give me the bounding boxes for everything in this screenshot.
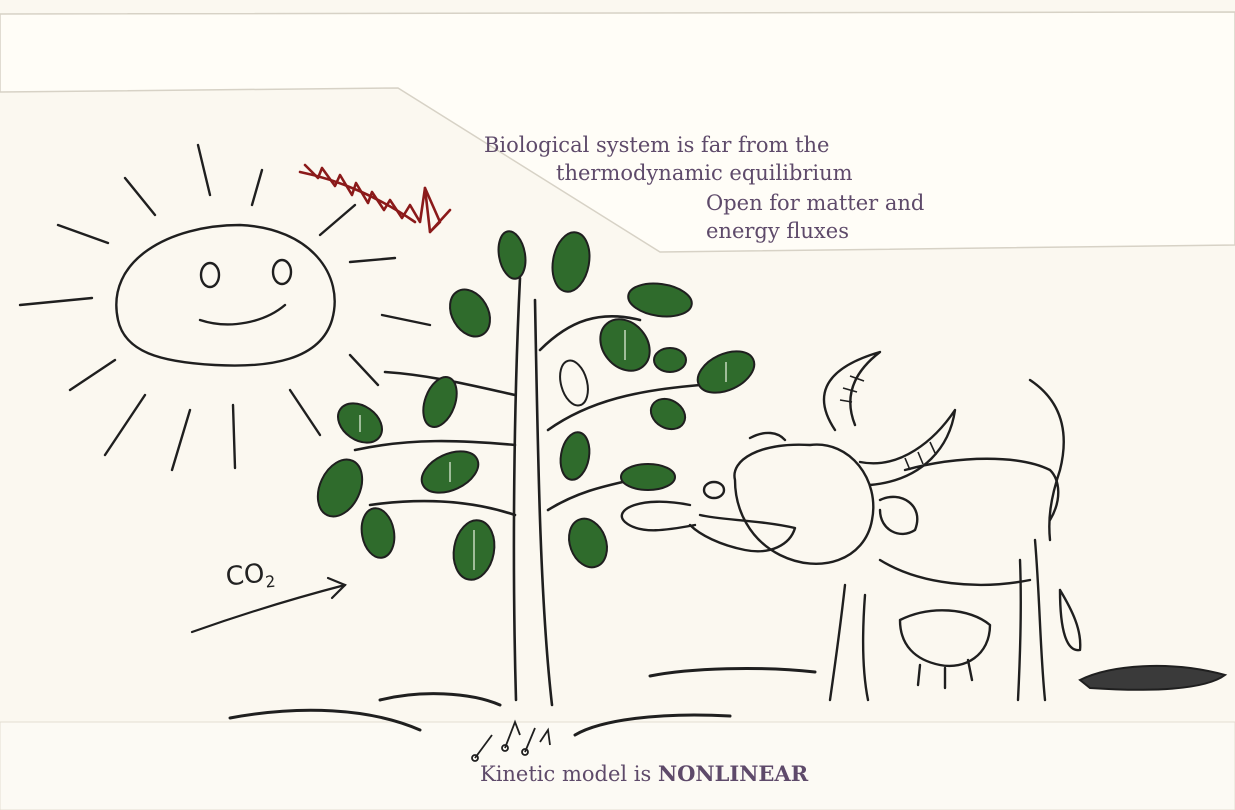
leaf <box>654 348 686 372</box>
caption-line-3: Open for matter and <box>706 189 924 217</box>
caption-line-2: thermodynamic equilibrium <box>556 159 853 187</box>
leaf <box>621 464 675 490</box>
co2-text: CO <box>224 559 266 593</box>
bottom-caption-prefix: Kinetic model is <box>480 762 658 786</box>
co2-subscript: 2 <box>264 572 276 592</box>
co2-label: CO2 <box>224 558 276 596</box>
bottom-caption: Kinetic model is NONLINEAR <box>480 760 808 788</box>
caption-line-4: energy fluxes <box>706 217 849 245</box>
bottom-caption-emphasis: NONLINEAR <box>658 761 808 786</box>
caption-line-1: Biological system is far from the <box>484 131 829 159</box>
